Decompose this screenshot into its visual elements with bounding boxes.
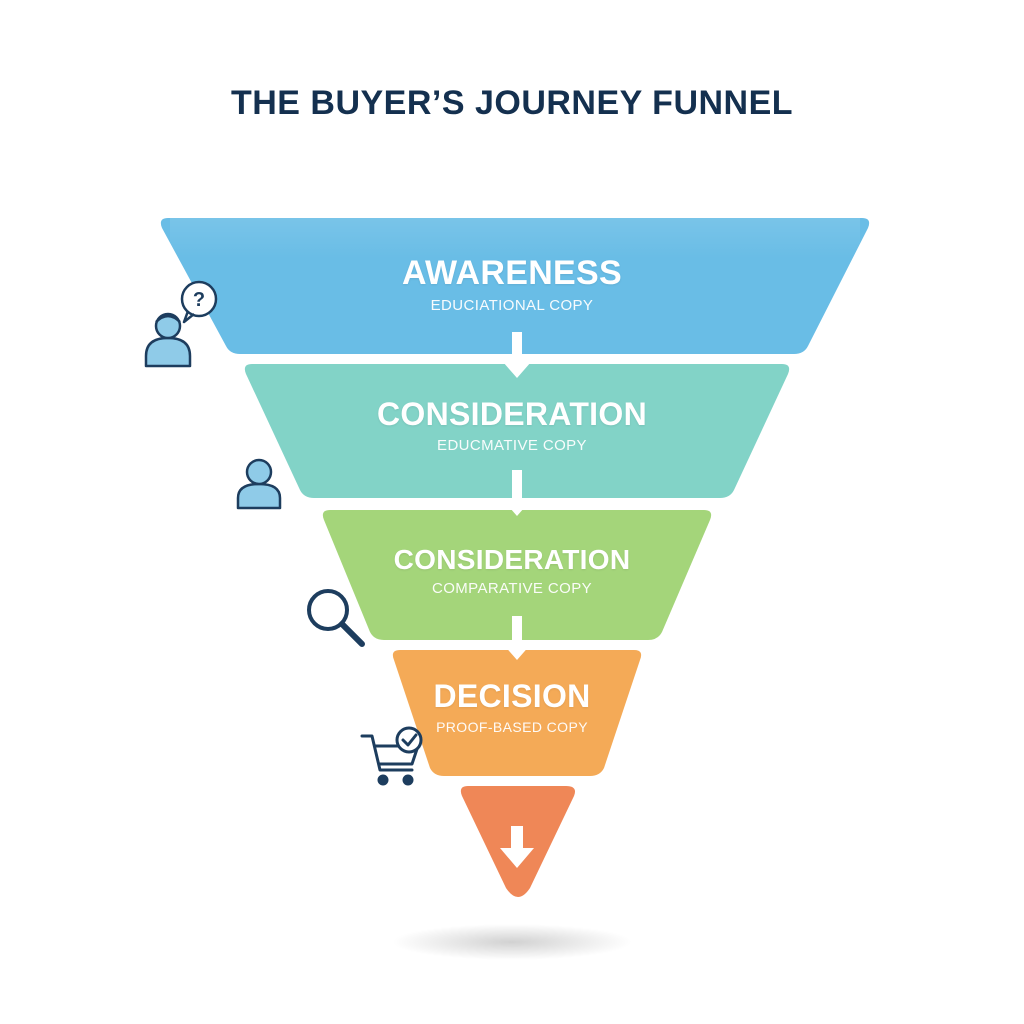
stage-label: CONSIDERATION [377,396,647,432]
stage-consideration-1-segment [244,364,790,498]
stage-label: CONSIDERATION [393,544,631,575]
stage-subtitle: EDUCIATIONAL COPY [430,297,594,314]
stage-decision: DECISION PROOF-BASED COPY [0,678,1024,735]
stage-consideration-2: CONSIDERATION COMPARATIVE COPY [0,544,1024,597]
stage-label: DECISION [433,678,591,714]
stage-label: AWARENESS [402,254,622,292]
svg-text:?: ? [193,289,205,311]
stage-decision-segment [392,650,642,776]
cart-check-icon [360,726,423,786]
ground-shadow [392,924,632,960]
stage-subtitle: EDUCMATIVE COPY [437,437,587,454]
connector-arrow-icon [503,616,531,660]
stage-subtitle: PROOF-BASED COPY [436,719,588,735]
down-arrow-icon [500,826,534,868]
diagram-title: THE BUYER’S JOURNEY FUNNEL [230,84,794,122]
magnifier-icon [307,589,365,647]
stage-awareness: AWARENESS EDUCIATIONAL COPY [0,254,1024,314]
person-question-icon: ? [144,280,218,368]
person-icon [236,458,282,510]
stage-consideration-2-segment [322,510,712,640]
stage-consideration-1: CONSIDERATION EDUCMATIVE COPY [0,396,1024,454]
stage-subtitle: COMPARATIVE COPY [431,580,593,597]
connector-arrow-icon [503,332,531,378]
connector-arrow-icon [503,470,531,516]
sheen [170,218,860,258]
